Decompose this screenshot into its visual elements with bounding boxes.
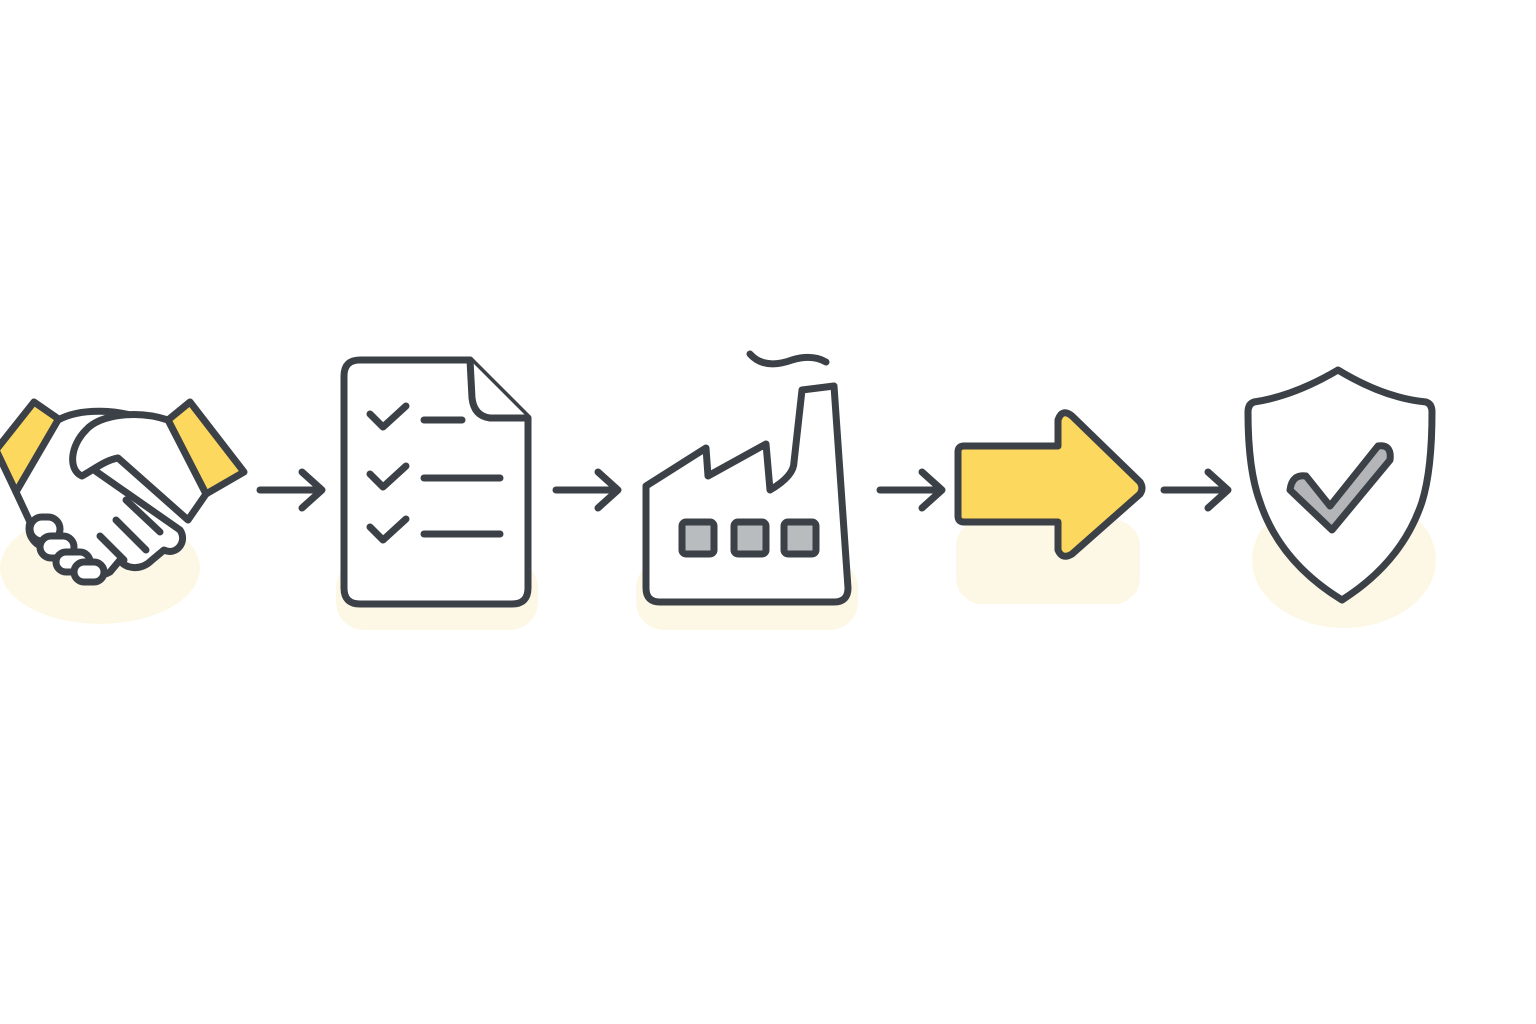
connector-arrow-1 (256, 468, 326, 512)
factory-icon (642, 350, 852, 606)
connector-arrow-3 (876, 468, 946, 512)
shipping-arrow-icon (954, 409, 1146, 560)
shield-check-mark (1286, 442, 1394, 534)
shipping-arrow-shape (954, 409, 1146, 560)
factory-building (642, 382, 852, 606)
check-mark-1 (366, 402, 410, 431)
smoke (746, 350, 830, 368)
factory-window-3 (780, 518, 820, 558)
right-hand (69, 411, 210, 524)
factory-window-1 (678, 518, 718, 558)
connector-arrow-4 (1160, 468, 1232, 512)
shield-check-icon (1244, 366, 1436, 604)
checklist-document-icon (340, 356, 532, 608)
connectors (256, 468, 1232, 512)
check-mark-3 (366, 515, 410, 544)
knuckles (26, 513, 108, 586)
check-mark-2 (366, 462, 410, 491)
finger-lines (96, 496, 164, 564)
document-fold (466, 356, 532, 422)
shadow-shipping (956, 520, 1140, 604)
handshake-icon (0, 398, 248, 586)
connector-arrow-2 (552, 468, 622, 512)
shield (1244, 366, 1436, 604)
factory-window-2 (730, 518, 770, 558)
